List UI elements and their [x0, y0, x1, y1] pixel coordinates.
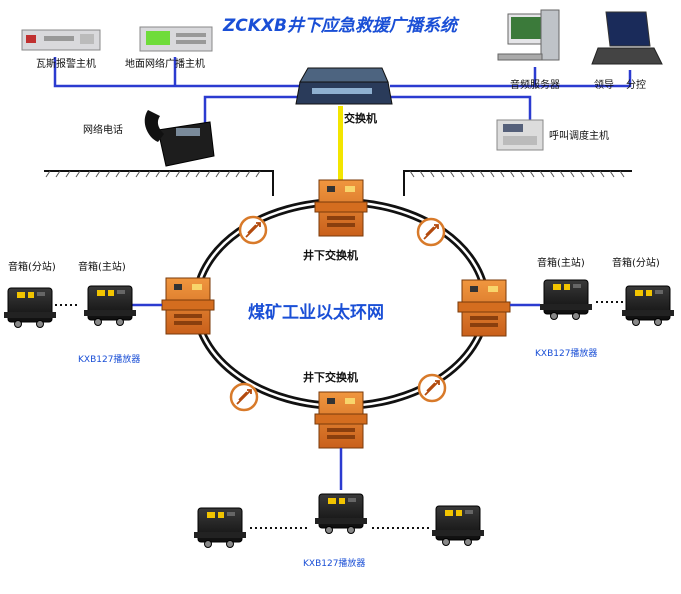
branch-control-label: 分控: [626, 78, 646, 91]
speaker-sub-left: [3, 287, 57, 328]
speaker-main-left: [83, 285, 137, 326]
speaker-main-left-label: 音箱(主站): [78, 260, 126, 273]
ring-repeater-bottom-left: [229, 382, 259, 412]
speaker-bottom-left: [193, 507, 247, 548]
surface-links: [53, 57, 632, 128]
speaker-sub-left-label: 音箱(分站): [8, 260, 56, 273]
underground-switch-right: [457, 279, 511, 337]
central-switch: [295, 67, 393, 105]
diagram-title: ZCKXB井下应急救援广播系统: [222, 16, 460, 36]
underground-switch-bottom-label: 井下交换机: [303, 370, 358, 384]
speaker-main-right-label: 音箱(主站): [537, 256, 585, 269]
mine-surface-line: [44, 170, 632, 196]
underground-switch-top-label: 井下交换机: [303, 248, 358, 262]
dispatch-host-label: 呼叫调度主机: [549, 129, 609, 142]
ground-network-host: [139, 26, 213, 52]
network-phone-label: 网络电话: [83, 123, 123, 136]
player-right-label: KXB127播放器: [535, 347, 597, 359]
speaker-bottom-main: [314, 493, 368, 534]
underground-switch-left: [161, 277, 215, 335]
speaker-main-right: [539, 279, 593, 320]
speaker-sub-right-label: 音箱(分站): [612, 256, 660, 269]
fiber-link: [338, 106, 343, 182]
network-phone: [144, 110, 215, 167]
ring-repeater-top-right: [416, 217, 446, 247]
ring-repeater-bottom-right: [417, 373, 447, 403]
switch-label: 交换机: [344, 111, 377, 125]
leader-laptop: [591, 11, 663, 65]
audio-server-label: 音频服务器: [510, 78, 560, 91]
ring-network-label: 煤矿工业以太环网: [248, 302, 384, 323]
underground-switch-top: [314, 179, 368, 237]
speaker-bottom-right: [431, 505, 485, 546]
speaker-sub-right: [621, 285, 675, 326]
dispatch-host: [496, 119, 544, 151]
audio-server: [497, 9, 560, 61]
player-bottom-label: KXB127播放器: [303, 557, 365, 569]
ground-network-host-label: 地面网络广播主机: [125, 57, 205, 70]
gas-alarm-host-label: 瓦斯报警主机: [36, 57, 96, 70]
leader-label: 领导: [594, 78, 614, 91]
player-left-label: KXB127播放器: [78, 353, 140, 365]
ring-repeater-top-left: [238, 215, 268, 245]
underground-switch-bottom: [314, 391, 368, 449]
gas-alarm-host: [21, 29, 101, 51]
